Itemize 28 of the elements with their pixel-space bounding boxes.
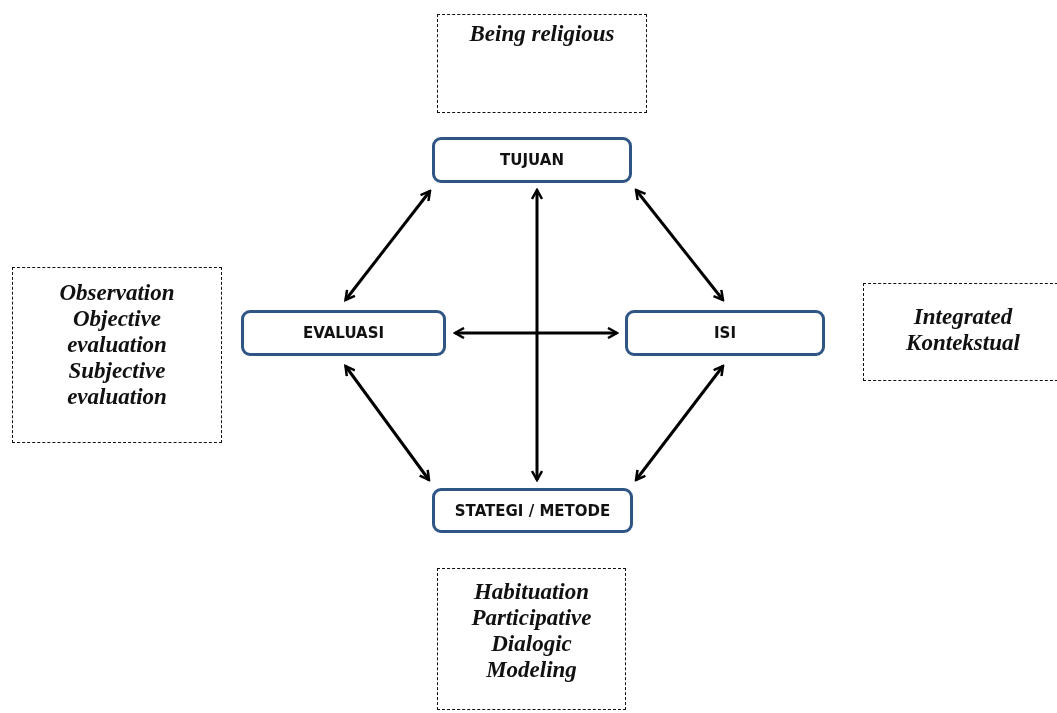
- note-text: Objective evaluation: [66, 306, 168, 358]
- dashed-note-box: [437, 568, 626, 710]
- process-box: [432, 488, 633, 533]
- note-text: Being religious: [469, 21, 615, 47]
- double-arrow: [344, 189, 432, 302]
- double-arrow: [634, 188, 725, 302]
- note-text: Kontekstual: [906, 330, 1020, 356]
- double-arrow: [530, 188, 544, 482]
- note-text: Habituation: [473, 579, 589, 605]
- process-box: [625, 310, 825, 356]
- dashed-note-box: [437, 14, 647, 113]
- box-label: ISI: [714, 324, 736, 342]
- box-label: STATEGI / METODE: [454, 501, 611, 520]
- process-box: [432, 137, 632, 183]
- note-text: Integrated: [913, 304, 1013, 330]
- note-text: Subjective evaluation: [66, 358, 168, 410]
- double-arrow: [453, 326, 619, 340]
- box-label: EVALUASI: [302, 324, 385, 342]
- note-text: Observation: [59, 280, 175, 306]
- dashed-note-box: [12, 267, 222, 443]
- note-text: Participative: [471, 605, 592, 631]
- process-box: [241, 310, 446, 356]
- double-arrow: [344, 364, 431, 482]
- dashed-note-box: [863, 283, 1057, 381]
- box-label: TUJUAN: [500, 151, 564, 169]
- double-arrow: [634, 364, 725, 482]
- note-text: Dialogic: [491, 631, 572, 657]
- note-text: Modeling: [486, 657, 577, 683]
